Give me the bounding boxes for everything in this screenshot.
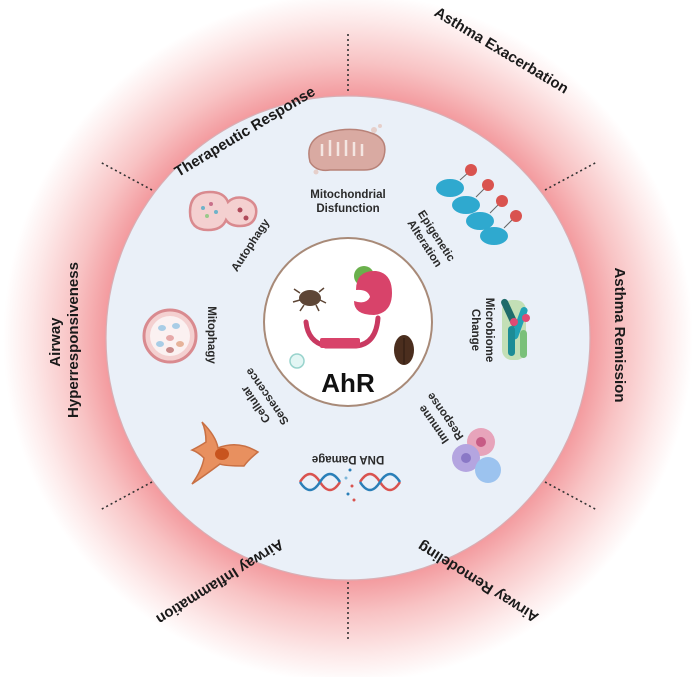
autophagosome-icon: [188, 190, 258, 232]
mitochondrion-icon: [308, 124, 386, 175]
immune-cells-icon: [452, 428, 501, 483]
outer-label-asthma-remission: Asthma Remission: [611, 267, 628, 402]
nucleosome-icon: [436, 164, 522, 245]
dna-helix-icon: [298, 468, 402, 502]
inner-label-mitochondrial-disfunction-1: Mitochondrial: [310, 189, 385, 201]
outer-label-airway-hyperresponsiveness: Airway Hyperresponsiveness: [47, 262, 82, 418]
inner-label-mitochondrial-disfunction-2: Disfunction: [316, 203, 379, 215]
bacteria-icon: [501, 298, 530, 360]
center-ahr: AhR: [263, 237, 433, 407]
ahr-receptor-icon: [303, 270, 392, 349]
inner-label-dna-damage: DNA Damage: [312, 453, 384, 465]
senescent-cell-nucleus: [215, 448, 229, 460]
center-label: AhR: [321, 368, 375, 398]
inner-item-mitophagy: Mitophagy: [142, 306, 217, 364]
cockroach-icon: [394, 335, 414, 365]
mitophagy-vesicle-icon: [142, 308, 198, 364]
inner-label-microbiome-change-2: Change: [469, 309, 481, 351]
dust-mite-icon: [292, 287, 327, 312]
center-disc: [263, 237, 433, 407]
inner-label-mitophagy: Mitophagy: [205, 306, 217, 364]
inner-item-dna-damage: DNA Damage: [298, 453, 402, 502]
inner-label-microbiome-change-1: Microbiome: [483, 298, 495, 363]
inner-item-microbiome-change: Microbiome Change: [469, 298, 530, 363]
inner-item-mitochondrial-disfunction: Mitochondrial Disfunction: [308, 124, 386, 215]
ligand-bubble-icon: [289, 353, 305, 369]
